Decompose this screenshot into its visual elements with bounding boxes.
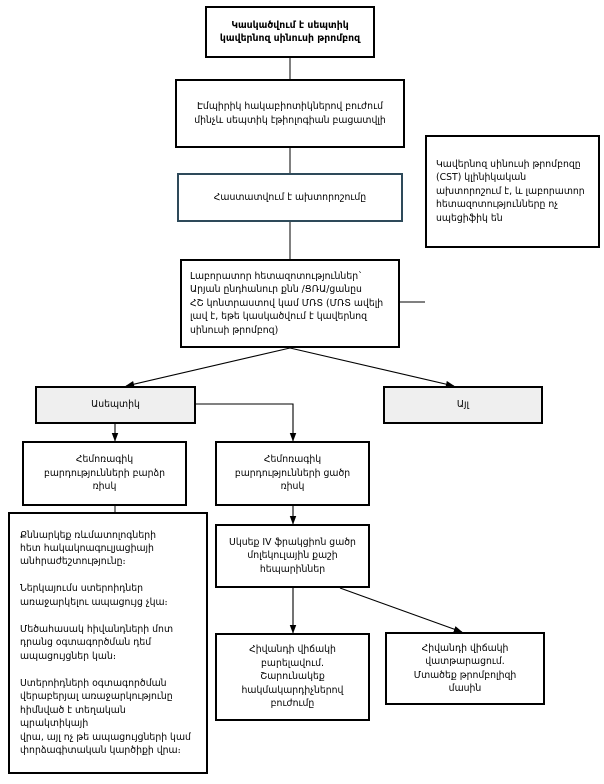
node-cst-clinical-note-label: Կավերնոզ սինուսի թրոմբոզը (CST) կլինիկակ… (436, 158, 585, 224)
node-diagnosis-confirmed-label: Հաստատվում է ախտորոշումը (213, 191, 367, 203)
node-cst-clinical-note[interactable]: Կավերնոզ սինուսի թրոմբոզը (CST) կլինիկակ… (425, 135, 600, 248)
node-aseptic-label: Ասեպտիկ (91, 399, 140, 411)
node-diagnosis-confirmed[interactable]: Հաստատվում է ախտորոշումը (177, 173, 403, 222)
node-lab-investigations[interactable]: Լաբորատոր հետազոտություններ` Արյան ընդհա… (180, 259, 400, 348)
node-empiric-antibiotics-label: Էմպիրիկ հակաբիոտիկներով բուժում մինչև սե… (194, 101, 386, 126)
connector-heparin-to-worsen (339, 587, 463, 633)
node-other[interactable]: Այլ (383, 386, 543, 424)
node-management-guidance-label: Քննարկեք ռևմատոլոգների հետ հակակոագուլյա… (20, 529, 191, 757)
connector-labs-to-other (289, 347, 455, 388)
node-aseptic[interactable]: Ասեպտիկ (35, 386, 196, 424)
connector-aseptic-to-lowrisk (196, 403, 297, 442)
node-low-hemorrhagic-risk-label: Հեմոռագիկ բարդությունների ցածր ռիսկ (234, 454, 351, 493)
node-lab-investigations-label: Լաբորատոր հետազոտություններ` Արյան ընդհա… (190, 270, 384, 336)
node-low-hemorrhagic-risk[interactable]: Հեմոռագիկ բարդությունների ցածր ռիսկ (215, 441, 370, 506)
node-other-label: Այլ (456, 399, 470, 411)
node-patient-improves-label: Հիվանդի վիճակի բարելավում. Շարունակեք հա… (241, 644, 344, 710)
node-start[interactable]: Կասկածվում է սեպտիկ կավերնոզ սինուսի թրո… (205, 6, 375, 58)
node-patient-worsens[interactable]: Հիվանդի վիճակի վատթարացում. Մտածեք թրոմբ… (385, 632, 545, 705)
node-high-hemorrhagic-risk-label: Հեմոռագիկ բարդությունների բարձր ռիսկ (43, 454, 166, 493)
node-start-label: Կասկածվում է սեպտիկ կավերնոզ սինուսի թրո… (219, 19, 361, 44)
connector-labs-to-aseptic (125, 347, 291, 388)
node-start-lmwh[interactable]: Սկսեք IV ֆրակցիոն ցածր մոլեկուլային քաշի… (215, 524, 370, 588)
node-high-hemorrhagic-risk[interactable]: Հեմոռագիկ բարդությունների բարձր ռիսկ (22, 441, 187, 506)
node-start-lmwh-label: Սկսեք IV ֆրակցիոն ցածր մոլեկուլային քաշի… (229, 536, 356, 575)
node-management-guidance[interactable]: Քննարկեք ռևմատոլոգների հետ հակակոագուլյա… (8, 512, 208, 774)
node-patient-improves[interactable]: Հիվանդի վիճակի բարելավում. Շարունակեք հա… (215, 633, 370, 721)
node-empiric-antibiotics[interactable]: Էմպիրիկ հակաբիոտիկներով բուժում մինչև սե… (175, 79, 405, 148)
node-patient-worsens-label: Հիվանդի վիճակի վատթարացում. Մտածեք թրոմբ… (413, 642, 517, 694)
